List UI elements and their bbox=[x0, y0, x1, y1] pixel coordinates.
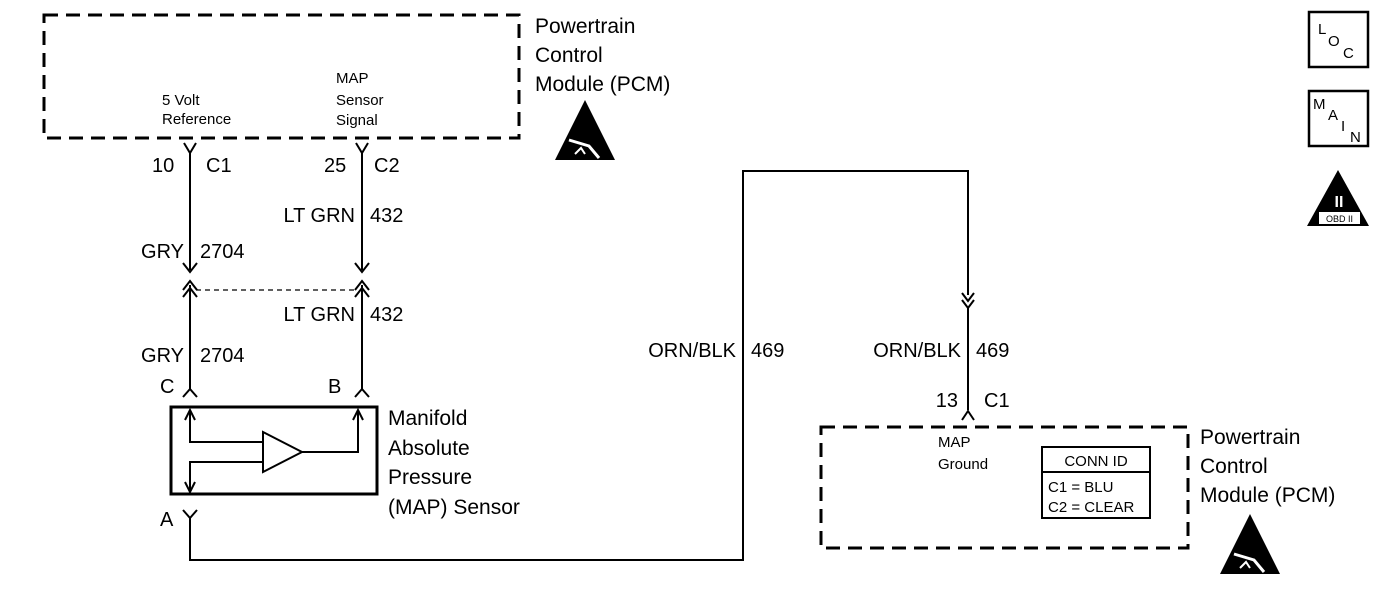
pin-label-5v-line-2: Reference bbox=[162, 111, 231, 128]
pin-label-map-ground-line-2: Ground bbox=[938, 456, 988, 473]
pin-13: 13 bbox=[936, 390, 958, 412]
main-icon: M A I N bbox=[1307, 89, 1370, 148]
wire-lt-grn bbox=[354, 142, 370, 398]
pcm-bottom-title-line-3: Module (PCM) bbox=[1200, 484, 1335, 507]
wire-gry-lower-circuit: 2704 bbox=[200, 345, 245, 367]
svg-text:A: A bbox=[1328, 107, 1338, 124]
pin-label-map-line-1: MAP bbox=[336, 70, 369, 87]
loc-icon: L O C bbox=[1307, 10, 1370, 69]
conn-id-row-2: C2 = CLEAR bbox=[1048, 499, 1134, 516]
wire-orn-right-circuit: 469 bbox=[976, 340, 1009, 362]
pin-label-map-line-3: Signal bbox=[336, 112, 378, 129]
conn-c1-top: C1 bbox=[206, 155, 232, 177]
svg-text:N: N bbox=[1350, 129, 1361, 146]
svg-text:L: L bbox=[1318, 21, 1326, 38]
wire-gry-upper-color: GRY bbox=[141, 241, 184, 263]
svg-text:I: I bbox=[1341, 118, 1345, 135]
wire-gry-upper-circuit: 2704 bbox=[200, 241, 245, 263]
conn-id-header: CONN ID bbox=[1064, 453, 1128, 470]
obd-ii-icon: II OBD II bbox=[1307, 170, 1369, 226]
svg-text:OBD II: OBD II bbox=[1326, 214, 1353, 224]
conn-c2-top: C2 bbox=[374, 155, 400, 177]
wire-orn-left-circuit: 469 bbox=[751, 340, 784, 362]
conn-id-row-1: C1 = BLU bbox=[1048, 479, 1113, 496]
pin-25: 25 bbox=[324, 155, 346, 177]
pin-label-map-line-2: Sensor bbox=[336, 92, 384, 109]
pcm-bottom-title-line-2: Control bbox=[1200, 455, 1268, 478]
pcm-top-title-line-1: Powertrain bbox=[535, 15, 635, 38]
esd-sensitive-icon bbox=[555, 100, 615, 160]
pin-label-5v-line-1: 5 Volt bbox=[162, 92, 200, 109]
pcm-top-title-line-3: Module (PCM) bbox=[535, 73, 670, 96]
svg-text:C: C bbox=[1343, 45, 1354, 62]
pin-10: 10 bbox=[152, 155, 174, 177]
wire-ltgrn-lower-color: LT GRN bbox=[284, 304, 356, 326]
sensor-title-line-2: Absolute bbox=[388, 437, 470, 460]
wire-gry bbox=[182, 142, 198, 398]
svg-text:II: II bbox=[1335, 194, 1344, 211]
wire-ltgrn-lower-circuit: 432 bbox=[370, 304, 403, 326]
conn-c1-bottom: C1 bbox=[984, 390, 1010, 412]
svg-text:O: O bbox=[1328, 33, 1340, 50]
map-sensor bbox=[169, 405, 379, 496]
sensor-title-line-1: Manifold bbox=[388, 407, 467, 430]
wire-ltgrn-upper-color: LT GRN bbox=[284, 205, 356, 227]
conn-id-table: CONN ID C1 = BLU C2 = CLEAR bbox=[1041, 446, 1151, 519]
pcm-top-title-line-2: Control bbox=[535, 44, 603, 67]
wire-gry-lower-color: GRY bbox=[141, 345, 184, 367]
pcm-bottom-title-line-1: Powertrain bbox=[1200, 426, 1300, 449]
terminal-c: C bbox=[160, 376, 174, 398]
wire-orn-blk bbox=[182, 170, 975, 561]
terminal-a: A bbox=[160, 509, 174, 531]
wire-ltgrn-upper-circuit: 432 bbox=[370, 205, 403, 227]
sensor-title-line-3: Pressure bbox=[388, 466, 472, 489]
pcm-bottom-module: MAP Ground CONN ID C1 = BLU C2 = CLEAR bbox=[819, 425, 1190, 550]
pin-label-map-ground-line-1: MAP bbox=[938, 434, 971, 451]
sensor-title-line-4: (MAP) Sensor bbox=[388, 496, 520, 519]
svg-text:M: M bbox=[1313, 96, 1326, 113]
esd-sensitive-icon bbox=[1220, 514, 1280, 574]
terminal-b: B bbox=[328, 376, 341, 398]
pcm-top-module: Powertrain Control Module (PCM) 5 Volt R… bbox=[42, 13, 670, 140]
wire-orn-right-color: ORN/BLK bbox=[873, 340, 961, 362]
wire-orn-left-color: ORN/BLK bbox=[648, 340, 736, 362]
